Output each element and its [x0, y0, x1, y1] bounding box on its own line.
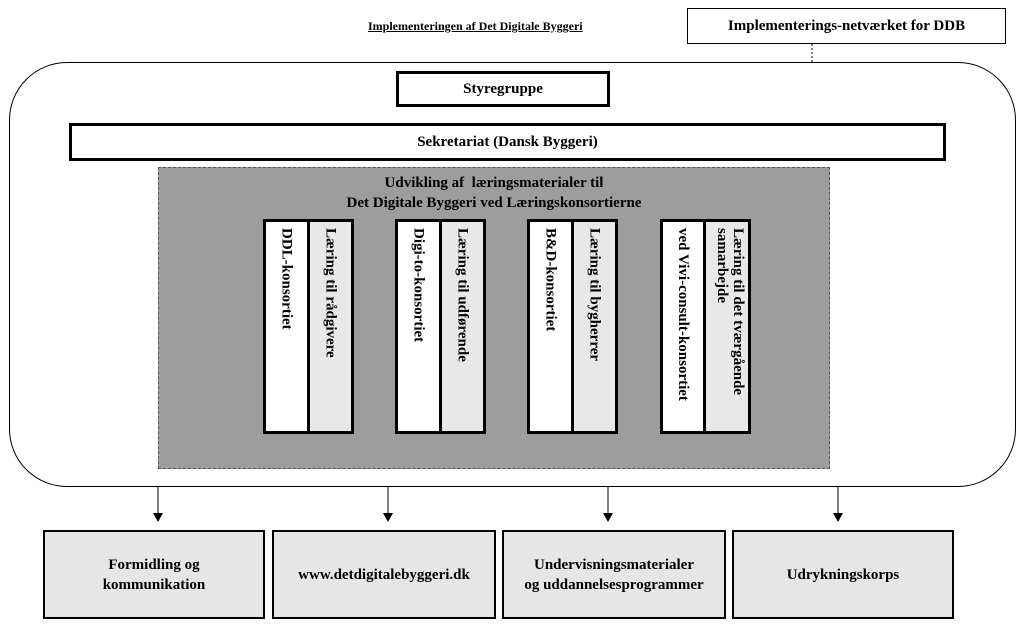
consortium-digi-to: Digi-to-konsortiet Læring til udførende	[395, 219, 486, 434]
consortium-bd: B&D-konsortiet Læring til bygherrer	[527, 219, 618, 434]
consortium-learning: Læring til det tværgående samarbejde	[706, 222, 748, 431]
output-arrow-1	[153, 487, 163, 522]
styregruppe-box: Styregruppe	[396, 71, 610, 107]
consortium-learning: Læring til rådgivere	[310, 222, 351, 431]
output-undervisning: Undervisningsmaterialer og uddannelsespr…	[502, 530, 726, 619]
output-line-1: www.detdigitalebyggeri.dk	[298, 566, 470, 583]
consortium-name: Digi-to-konsortiet	[398, 222, 439, 431]
consortium-name: ved Vivi-consult-konsortiet	[663, 222, 703, 431]
output-line-2: kommunikation	[102, 576, 206, 593]
output-line-1: Formidling og	[108, 556, 200, 573]
consortium-name: B&D-konsortiet	[530, 222, 571, 431]
output-arrow-4	[833, 487, 843, 522]
output-line-1: Undervisningsmaterialer	[534, 556, 694, 573]
output-formidling: Formidling og kommunikation	[43, 530, 265, 619]
panel-title-line-1: Udvikling af læringsmaterialer til	[384, 175, 604, 191]
panel-title: Udvikling af læringsmaterialer til Det D…	[158, 173, 830, 213]
output-udrykningskorps: Udrykningskorps	[732, 530, 954, 619]
consortium-vivi-consult: ved Vivi-consult-konsortiet Læring til d…	[660, 219, 751, 434]
output-website: www.detdigitalebyggeri.dk	[272, 530, 496, 619]
consortium-learning: Læring til bygherrer	[574, 222, 615, 431]
output-line-2: og uddannelsesprogrammer	[524, 576, 704, 593]
sekretariat-box: Sekretariat (Dansk Byggeri)	[69, 123, 946, 161]
output-line-1: Udrykningskorps	[786, 566, 900, 583]
diagram-title: Implementeringen af Det Digitale Byggeri	[368, 18, 583, 33]
consortium-ddl: DDL-konsortiet Læring til rådgivere	[263, 219, 354, 434]
consortium-learning: Læring til udførende	[442, 222, 483, 431]
panel-title-line-2: Det Digitale Byggeri ved Læringskonsorti…	[346, 195, 642, 211]
output-arrow-2	[383, 487, 393, 522]
consortium-name: DDL-konsortiet	[266, 222, 307, 431]
network-box: Implementerings-netværket for DDB	[687, 8, 1006, 44]
output-arrow-3	[603, 487, 613, 522]
